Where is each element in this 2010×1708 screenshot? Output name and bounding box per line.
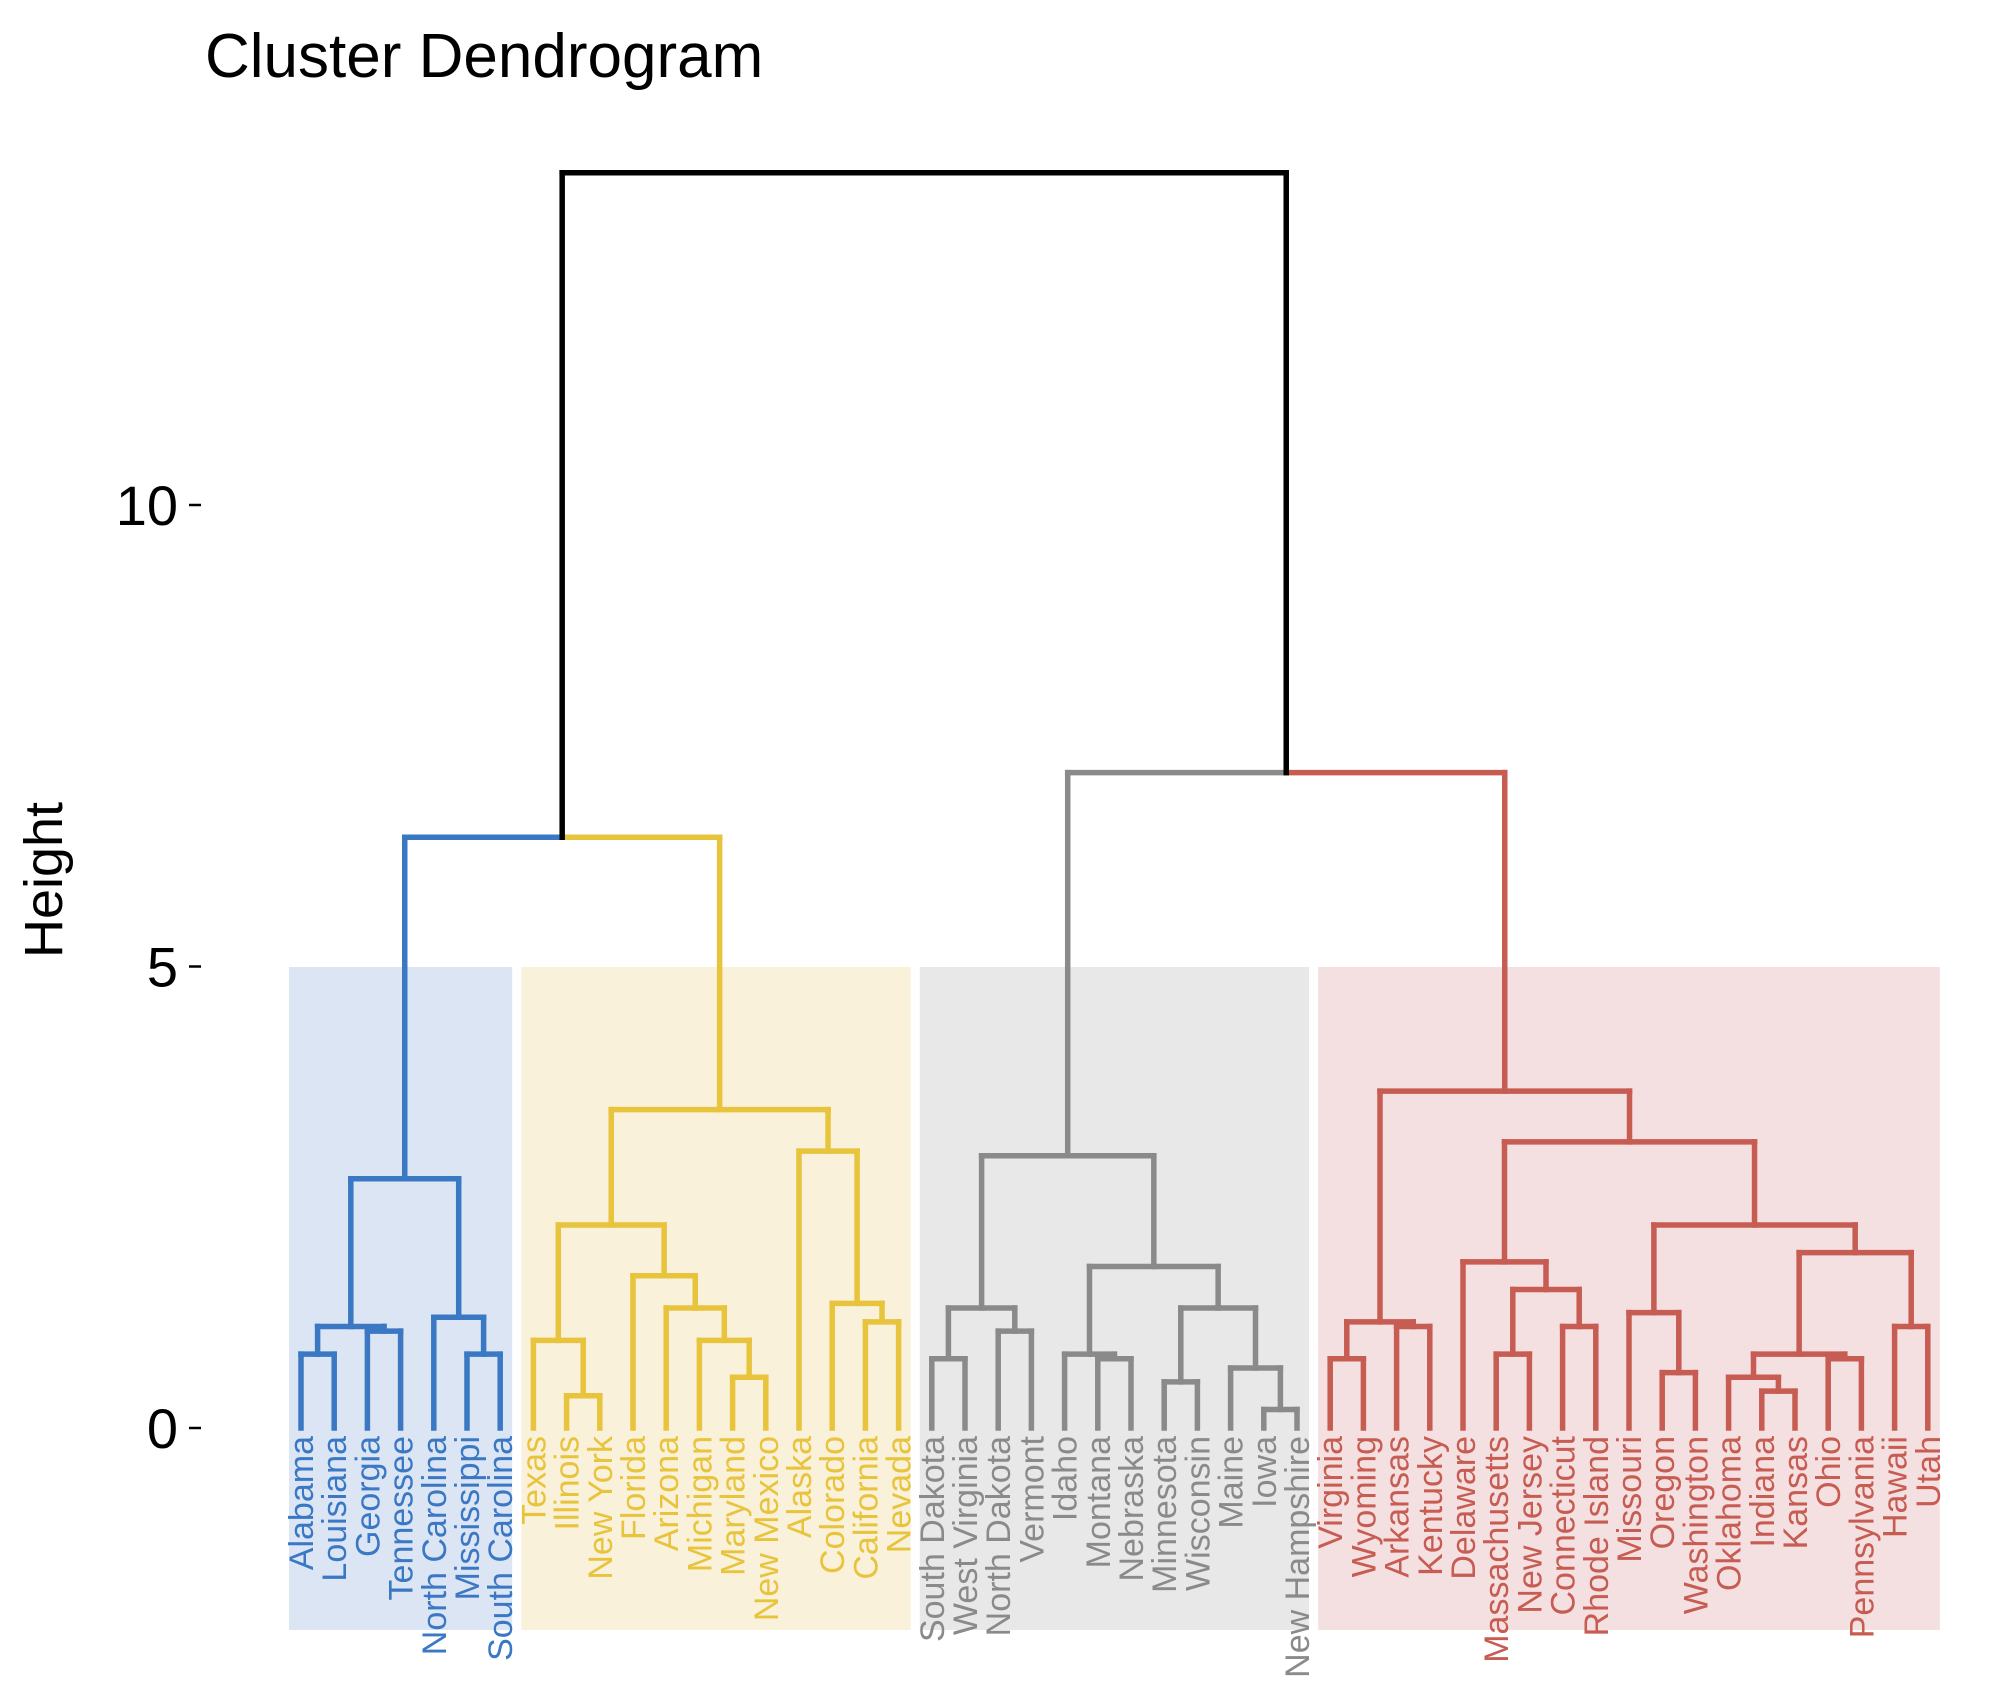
leaf-label-connecticut: Connecticut [1545, 1435, 1583, 1615]
leaf-label-maryland: Maryland [715, 1436, 753, 1576]
leaf-label-arizona: Arizona [648, 1436, 686, 1551]
leaf-label-new-york: New York [582, 1435, 620, 1580]
leaf-label-alaska: Alaska [781, 1436, 819, 1538]
leaf-label-south-dakota: South Dakota [914, 1436, 952, 1642]
leaf-label-vermont: Vermont [1013, 1435, 1051, 1562]
leaf-label-west-virginia: West Virginia [947, 1436, 985, 1635]
leaf-label-kentucky: Kentucky [1412, 1436, 1450, 1576]
leaf-label-colorado: Colorado [814, 1436, 852, 1574]
leaf-label-new-jersey: New Jersey [1511, 1436, 1549, 1614]
leaf-label-north-carolina: North Carolina [416, 1436, 454, 1655]
leaf-label-massachusetts: Massachusetts [1478, 1436, 1516, 1663]
cluster-4-background [1318, 967, 1940, 1630]
leaf-label-minnesota: Minnesota [1146, 1436, 1184, 1593]
leaf-label-georgia: Georgia [349, 1436, 387, 1557]
leaf-label-rhode-island: Rhode Island [1578, 1436, 1616, 1636]
leaf-label-illinois: Illinois [549, 1436, 587, 1530]
leaf-label-iowa: Iowa [1246, 1436, 1284, 1508]
leaf-label-wyoming: Wyoming [1345, 1436, 1383, 1577]
leaf-label-north-dakota: North Dakota [980, 1436, 1018, 1636]
leaf-label-tennessee: Tennessee [383, 1436, 421, 1600]
leaf-label-michigan: Michigan [681, 1436, 719, 1572]
cluster-2-background [521, 967, 911, 1630]
leaf-label-pennsylvania: Pennsylvania [1843, 1436, 1881, 1638]
leaf-label-oklahoma: Oklahoma [1711, 1436, 1749, 1591]
leaf-label-washington: Washington [1677, 1436, 1715, 1614]
cluster-1-background [289, 967, 513, 1630]
leaf-label-california: California [847, 1436, 885, 1580]
leaf-label-indiana: Indiana [1744, 1436, 1782, 1548]
leaf-label-kansas: Kansas [1777, 1436, 1815, 1549]
leaf-label-nevada: Nevada [881, 1436, 919, 1553]
leaf-label-florida: Florida [615, 1436, 653, 1540]
y-tick-label-0: 0 [147, 1397, 178, 1460]
leaf-label-mississippi: Mississippi [449, 1436, 487, 1600]
leaf-label-idaho: Idaho [1047, 1436, 1085, 1521]
leaf-label-virginia: Virginia [1312, 1436, 1350, 1549]
leaf-label-south-carolina: South Carolina [482, 1436, 520, 1661]
leaf-label-maine: Maine [1213, 1436, 1251, 1529]
y-axis-title: Height [14, 802, 74, 958]
dendrogram-branches [298, 169, 1931, 1431]
leaf-label-new-mexico: New Mexico [748, 1436, 786, 1621]
leaf-label-oregon: Oregon [1644, 1436, 1682, 1549]
leaf-label-louisiana: Louisiana [316, 1436, 354, 1582]
leaf-label-alabama: Alabama [283, 1436, 321, 1570]
leaf-label-texas: Texas [515, 1436, 553, 1525]
leaf-label-ohio: Ohio [1810, 1436, 1848, 1508]
leaf-label-arkansas: Arkansas [1379, 1436, 1417, 1578]
leaf-label-missouri: Missouri [1611, 1436, 1649, 1563]
y-axis: 0 5 10 [116, 474, 201, 1460]
cluster-3-background [919, 967, 1309, 1630]
y-tick-label-5: 5 [147, 936, 178, 999]
chart-title: Cluster Dendrogram [205, 22, 763, 91]
leaf-label-montana: Montana [1080, 1436, 1118, 1568]
leaf-label-delaware: Delaware [1445, 1436, 1483, 1580]
y-tick-label-10: 10 [116, 474, 178, 537]
leaf-label-utah: Utah [1910, 1436, 1948, 1508]
leaf-label-hawaii: Hawaii [1877, 1436, 1915, 1538]
leaf-label-nebraska: Nebraska [1113, 1436, 1151, 1582]
leaf-label-wisconsin: Wisconsin [1179, 1436, 1217, 1591]
cluster-background-layer [289, 967, 1940, 1630]
leaf-label-new-hampshire: New Hampshire [1279, 1436, 1317, 1678]
